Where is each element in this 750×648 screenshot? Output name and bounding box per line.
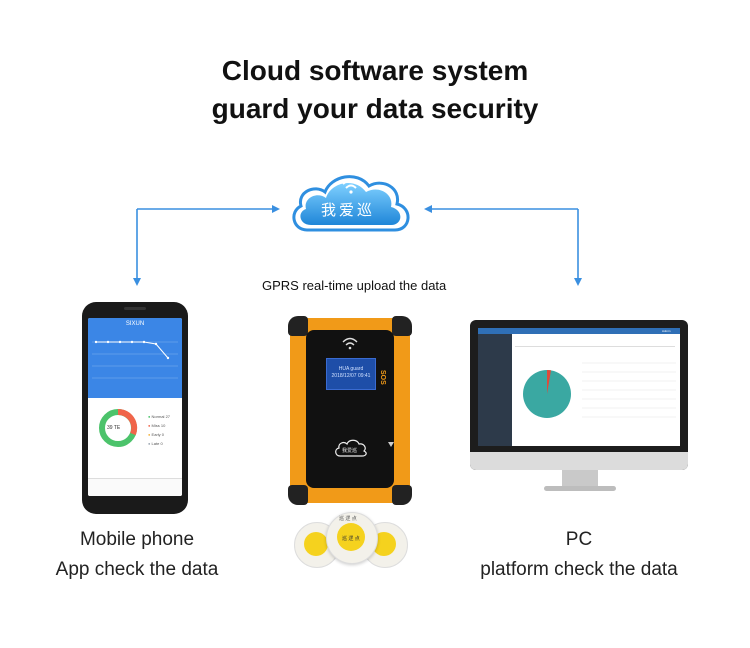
app-title: SIXUN <box>125 321 145 327</box>
monitor-chin <box>470 452 688 470</box>
pc-screen: Admin <box>478 328 680 446</box>
pc-caption-line-1: PC <box>565 529 593 550</box>
headline-line-2: guard your data security <box>211 93 539 124</box>
lcd-line-2: 2018/12/07 09:41 <box>331 373 371 379</box>
device-bumper <box>392 316 412 336</box>
pc-data-table <box>582 358 676 424</box>
device-bumper <box>288 316 308 336</box>
device-bumper <box>288 485 308 505</box>
monitor-base <box>544 486 616 491</box>
device-bumper <box>392 485 412 505</box>
upload-label: GPRS real-time upload the data <box>262 278 447 293</box>
headline-line-1: Cloud software system <box>221 55 529 86</box>
device-cloud-logo: 我爱巡 <box>342 448 358 454</box>
legend-label: Normal <box>151 414 165 419</box>
legend-value: 0 <box>161 432 165 437</box>
legend-label: Miss <box>151 423 160 428</box>
device-indicator <box>388 442 394 447</box>
pc-pie-chart <box>523 369 571 418</box>
device-face <box>306 330 394 488</box>
lcd-line-1: HUA guard <box>338 366 364 372</box>
ring-legend: ● Normal 27 ● Miss 10 ● Early 0 ● Late 0 <box>148 414 171 446</box>
pc-caption-line-2: platform check the data <box>480 559 678 580</box>
monitor-stand <box>562 470 598 488</box>
legend-label: Late <box>151 441 160 446</box>
legend-value: 0 <box>160 441 163 446</box>
pc-header-user: Admin <box>662 329 671 333</box>
cloud-icon <box>335 439 367 457</box>
ring-value: 39 TE <box>107 425 121 431</box>
wifi-icon <box>342 179 360 189</box>
legend-label: Early <box>151 432 161 437</box>
tag-center-text: 巡 逻 点 <box>342 536 360 542</box>
sos-button[interactable]: SOS <box>379 370 386 385</box>
mobile-caption-line-2: App check the data <box>55 559 219 580</box>
pc-toolbar <box>515 338 675 347</box>
app-tab-bar[interactable] <box>88 478 182 496</box>
rfid-tag-core <box>337 523 365 551</box>
wifi-icon <box>342 337 358 350</box>
pc-header <box>478 328 680 334</box>
app-ring-chart <box>99 408 138 447</box>
app-line-chart <box>92 340 178 379</box>
cloud-icon <box>292 175 410 232</box>
legend-value: 27 <box>165 414 171 419</box>
device-lcd: HUA guard 2018/12/07 09:41 <box>326 358 376 390</box>
cloud-label: 我爱巡 <box>321 201 376 219</box>
pc-sidebar <box>478 334 512 446</box>
phone-screen: SIXUN 39 TE ● Normal 27 ● Miss 10 ● Earl… <box>88 318 182 496</box>
app-chart-panel <box>88 318 182 398</box>
phone-speaker <box>124 307 146 310</box>
legend-value: 10 <box>160 423 166 428</box>
tag-top-text: 巡 逻 点 <box>339 516 357 522</box>
mobile-caption-line-1: Mobile phone <box>79 529 195 550</box>
rfid-tag-core <box>304 532 328 556</box>
